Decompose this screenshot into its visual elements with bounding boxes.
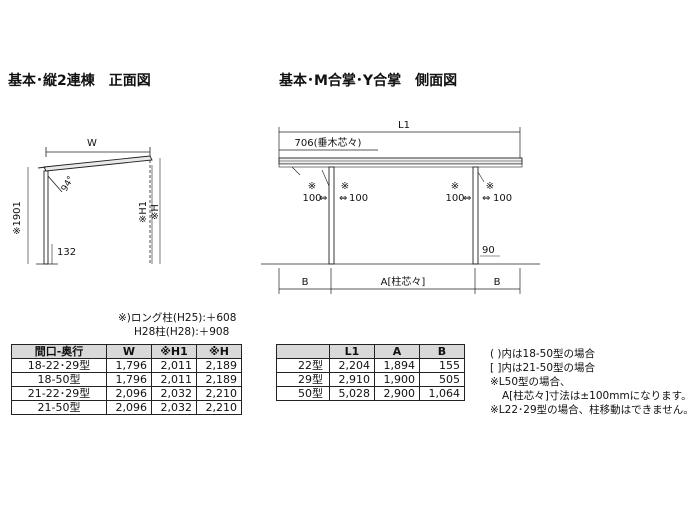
side-b-left-label: B <box>302 277 309 288</box>
table2-header <box>276 344 330 359</box>
table1-cell: 2,011 <box>151 372 197 387</box>
side-right-height-label: 90 <box>482 245 495 256</box>
table1-cell: 21-50型 <box>11 400 107 415</box>
front-w-label: W <box>87 138 97 149</box>
table2-cell: 50型 <box>276 386 330 401</box>
side-view-title: 基本･M合掌･Y合掌 側面図 <box>279 73 458 89</box>
side-mark-3: ※ <box>451 181 459 192</box>
table2-cell: 505 <box>419 372 465 387</box>
table1-cell: 2,210 <box>196 386 242 401</box>
table2-cell: 1,900 <box>374 372 420 387</box>
table1-header: 間口-奥行 <box>11 344 107 359</box>
side-pitch-label: 706(垂木芯々) <box>295 136 362 149</box>
side-val-1: 100 <box>302 193 321 204</box>
table1-cell: 21-22･29型 <box>11 386 107 401</box>
table1-cell: 1,796 <box>106 358 152 373</box>
table2-cell: 2,910 <box>329 372 375 387</box>
table2-header: L1 <box>329 344 375 359</box>
note-line: A[柱芯々]寸法は±100mmになります。 <box>502 390 692 402</box>
table1-header: W <box>106 344 152 359</box>
table2-cell: 1,894 <box>374 358 420 373</box>
side-mark-1: ※ <box>308 181 316 192</box>
side-mark-2: ※ <box>341 181 349 192</box>
table2-cell: 29型 <box>276 372 330 387</box>
table1-cell: 2,096 <box>106 386 152 401</box>
side-a-label: A[柱芯々] <box>381 275 426 288</box>
front-h-label: ※H <box>150 204 161 220</box>
side-right-post <box>472 166 479 265</box>
front-height-total-label: ※1901 <box>12 201 23 235</box>
table1-cell: 2,189 <box>196 372 242 387</box>
side-val-2: 100 <box>349 193 368 204</box>
svg-text:⇔: ⇔ <box>319 193 327 204</box>
front-view-title: 基本･縦2連棟 正面図 <box>8 73 151 89</box>
table1-cell: 2,032 <box>151 400 197 415</box>
front-h1-label: ※H1 <box>138 201 149 223</box>
side-left-post <box>328 166 335 265</box>
front-dimension-table: 間口-奥行 W ※H1 ※H 18-22･29型 1,796 2,011 2,1… <box>11 344 242 415</box>
table1-cell: 2,189 <box>196 358 242 373</box>
table2-cell: 22型 <box>276 358 330 373</box>
table1-cell: 2,011 <box>151 358 197 373</box>
long-post-note-1: ※)ロング柱(H25):＋608 <box>118 312 237 324</box>
svg-text:⇔: ⇔ <box>339 193 347 204</box>
table1-cell: 2,096 <box>106 400 152 415</box>
table-row: 22型 2,204 1,894 155 <box>276 358 465 373</box>
front-base-label: 132 <box>57 247 76 258</box>
long-post-note-2: H28柱(H28):＋908 <box>134 326 230 338</box>
table-row: 50型 5,028 2,900 1,064 <box>276 386 465 401</box>
table2-cell: 155 <box>419 358 465 373</box>
table1-cell: 2,210 <box>196 400 242 415</box>
side-b-right-label: B <box>494 277 501 288</box>
note-line: ※L22･29型の場合、柱移動はできません。 <box>490 404 694 416</box>
table2-header: B <box>419 344 465 359</box>
side-l1-label: L1 <box>398 120 410 131</box>
table2-cell: 2,900 <box>374 386 420 401</box>
table1-header: ※H1 <box>151 344 197 359</box>
table2-header: A <box>374 344 420 359</box>
side-dimension-table: L1 A B 22型 2,204 1,894 155 29型 2,910 1,9… <box>276 344 465 401</box>
side-mark-4: ※ <box>486 181 494 192</box>
svg-text:⇔: ⇔ <box>463 193 471 204</box>
table2-cell: 2,204 <box>329 358 375 373</box>
table-row: 18-50型 1,796 2,011 2,189 <box>11 372 242 387</box>
svg-text:⇔: ⇔ <box>482 193 490 204</box>
side-val-4: 100 <box>493 193 512 204</box>
table2-cell: 5,028 <box>329 386 375 401</box>
table1-header: ※H <box>196 344 242 359</box>
table1-cell: 18-50型 <box>11 372 107 387</box>
note-line: ( )内は18-50型の場合 <box>490 348 596 360</box>
table-row: 21-50型 2,096 2,032 2,210 <box>11 400 242 415</box>
table-row: 29型 2,910 1,900 505 <box>276 372 465 387</box>
table1-cell: 18-22･29型 <box>11 358 107 373</box>
table2-cell: 1,064 <box>419 386 465 401</box>
note-line: [ ]内は21-50型の場合 <box>490 362 596 374</box>
note-line: ※L50型の場合、 <box>490 376 571 388</box>
table1-cell: 1,796 <box>106 372 152 387</box>
side-val-3: 100 <box>445 193 464 204</box>
front-roof-panel <box>43 155 153 172</box>
table-row: 21-22･29型 2,096 2,032 2,210 <box>11 386 242 401</box>
table-row: 18-22･29型 1,796 2,011 2,189 <box>11 358 242 373</box>
table1-cell: 2,032 <box>151 386 197 401</box>
